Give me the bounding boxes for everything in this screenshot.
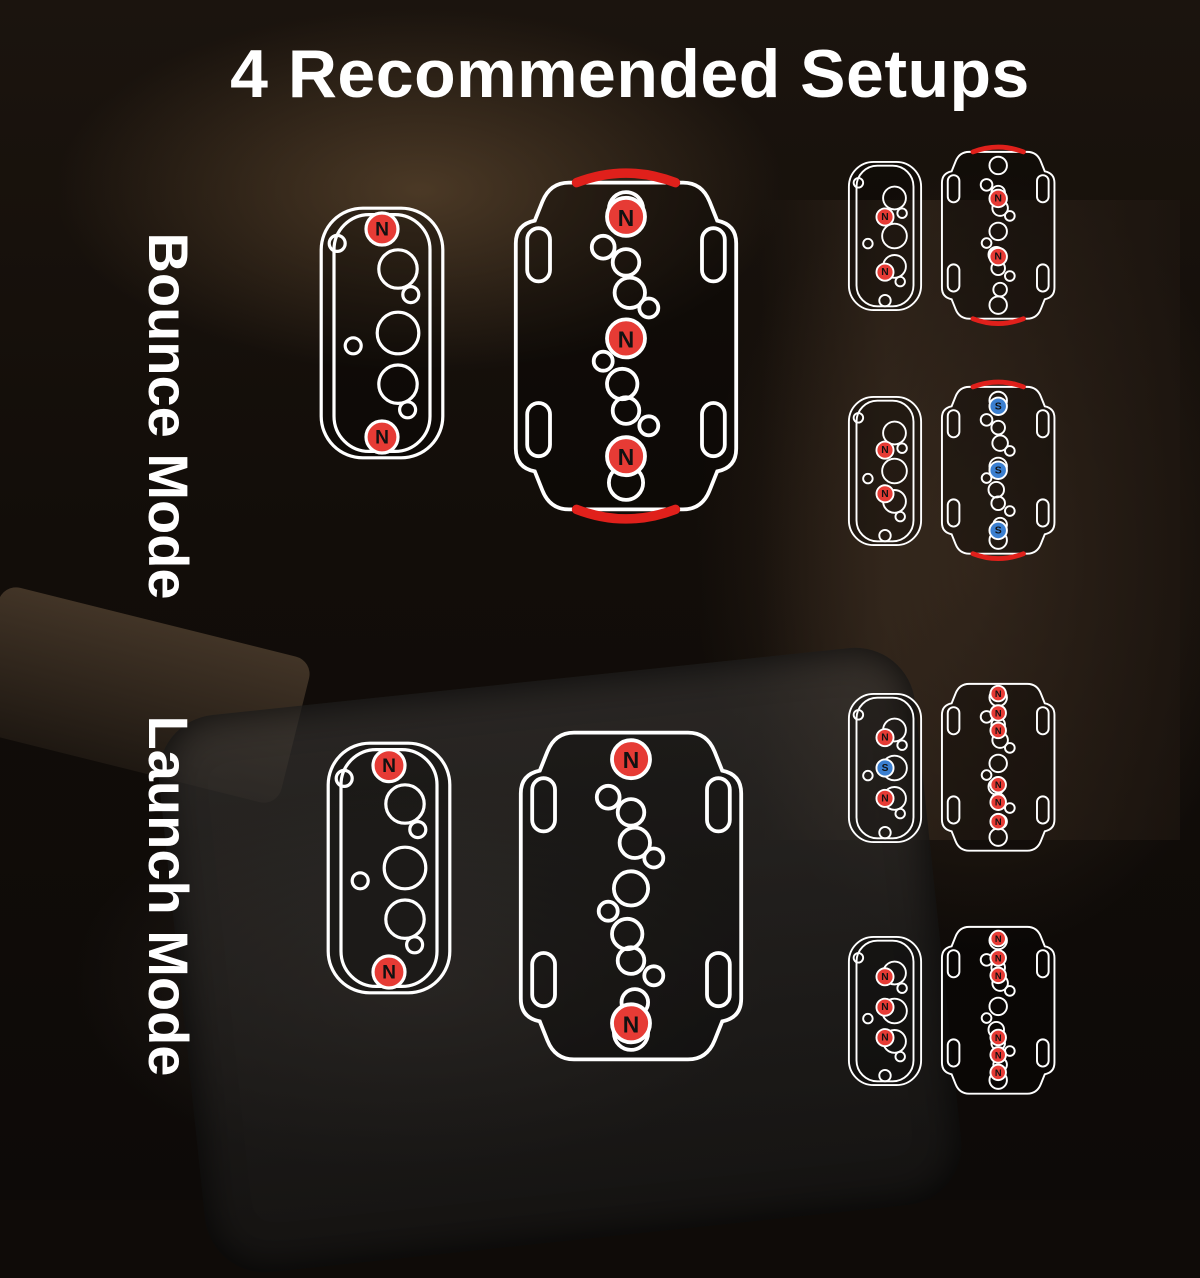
north-magnet: N bbox=[989, 704, 1007, 722]
svg-text:N: N bbox=[995, 689, 1002, 699]
svg-text:S: S bbox=[995, 465, 1002, 476]
north-magnet: N bbox=[605, 317, 647, 360]
south-magnet: S bbox=[988, 396, 1008, 416]
launch-mode-label: Launch Mode bbox=[137, 715, 200, 1077]
north-magnet: N bbox=[610, 738, 652, 781]
small-narrow-plate-3: N S N bbox=[847, 692, 923, 844]
north-magnet: N bbox=[988, 246, 1008, 267]
north-magnet: N bbox=[989, 793, 1007, 811]
bounce-mode-label: Bounce Mode bbox=[137, 232, 200, 600]
svg-text:N: N bbox=[881, 445, 888, 456]
svg-text:N: N bbox=[995, 934, 1002, 944]
north-magnet: N bbox=[605, 435, 647, 478]
north-magnet: N bbox=[875, 484, 895, 504]
svg-text:N: N bbox=[881, 793, 888, 804]
north-magnet: N bbox=[875, 728, 895, 748]
svg-text:N: N bbox=[995, 817, 1002, 827]
svg-text:N: N bbox=[618, 205, 634, 231]
north-magnet: N bbox=[989, 776, 1007, 794]
svg-text:N: N bbox=[618, 326, 634, 352]
north-magnet: N bbox=[364, 419, 400, 455]
north-magnet: N bbox=[364, 211, 400, 247]
north-magnet: N bbox=[989, 929, 1007, 948]
page-title: 4 Recommended Setups bbox=[230, 36, 1030, 112]
svg-text:N: N bbox=[382, 756, 396, 777]
north-magnet: N bbox=[875, 967, 895, 987]
north-magnet: N bbox=[371, 748, 407, 784]
small-wide-plate-2: S S S bbox=[940, 379, 1056, 561]
small-narrow-plate-1: NN bbox=[847, 160, 923, 312]
north-magnet: N bbox=[875, 788, 895, 808]
svg-text:N: N bbox=[382, 962, 396, 983]
svg-text:N: N bbox=[994, 252, 1002, 263]
svg-text:N: N bbox=[995, 726, 1002, 736]
north-magnet: N bbox=[875, 1028, 895, 1048]
north-magnet: N bbox=[989, 1028, 1007, 1047]
svg-text:N: N bbox=[881, 972, 888, 983]
svg-text:N: N bbox=[881, 1002, 888, 1013]
svg-text:N: N bbox=[618, 444, 634, 470]
north-magnet: N bbox=[610, 1002, 652, 1045]
north-magnet: N bbox=[875, 262, 895, 282]
svg-text:N: N bbox=[623, 747, 639, 773]
svg-text:N: N bbox=[881, 1033, 888, 1044]
svg-text:N: N bbox=[995, 971, 1002, 981]
north-magnet: N bbox=[988, 188, 1008, 209]
south-magnet: S bbox=[875, 758, 895, 778]
small-narrow-plate-2: NN bbox=[847, 395, 923, 547]
bounce-wide-plate: N N N bbox=[513, 168, 739, 524]
south-magnet: S bbox=[988, 460, 1008, 480]
svg-text:N: N bbox=[995, 708, 1002, 718]
svg-text:N: N bbox=[881, 267, 888, 278]
svg-text:N: N bbox=[995, 1068, 1002, 1078]
svg-text:N: N bbox=[995, 953, 1002, 963]
north-magnet: N bbox=[989, 812, 1007, 831]
south-magnet: S bbox=[988, 520, 1008, 541]
small-wide-plate-1: NN bbox=[940, 144, 1056, 326]
svg-text:N: N bbox=[375, 219, 389, 240]
svg-text:N: N bbox=[881, 489, 888, 500]
svg-text:S: S bbox=[995, 525, 1002, 536]
launch-wide-plate: NN bbox=[518, 730, 744, 1062]
svg-text:N: N bbox=[881, 212, 888, 223]
svg-text:N: N bbox=[375, 427, 389, 448]
small-narrow-plate-4: N N N bbox=[847, 935, 923, 1087]
north-magnet: N bbox=[605, 195, 647, 238]
svg-text:N: N bbox=[623, 1011, 639, 1037]
north-magnet: N bbox=[989, 949, 1007, 967]
north-magnet: N bbox=[989, 721, 1007, 740]
svg-text:N: N bbox=[995, 1033, 1002, 1043]
svg-text:N: N bbox=[994, 193, 1002, 204]
svg-text:N: N bbox=[995, 780, 1002, 790]
north-magnet: N bbox=[989, 1046, 1007, 1064]
north-magnet: N bbox=[875, 997, 895, 1017]
svg-text:N: N bbox=[995, 798, 1002, 808]
svg-text:S: S bbox=[995, 401, 1002, 412]
north-magnet: N bbox=[875, 207, 895, 227]
north-magnet: N bbox=[989, 1063, 1007, 1082]
svg-text:N: N bbox=[881, 733, 888, 744]
bounce-narrow-plate: NN bbox=[319, 206, 445, 460]
north-magnet: N bbox=[875, 440, 895, 460]
north-magnet: N bbox=[989, 684, 1007, 703]
north-magnet: N bbox=[371, 954, 407, 990]
north-magnet: N bbox=[989, 966, 1007, 985]
svg-text:N: N bbox=[995, 1050, 1002, 1060]
launch-narrow-plate: NN bbox=[326, 741, 452, 995]
svg-text:S: S bbox=[882, 763, 889, 774]
